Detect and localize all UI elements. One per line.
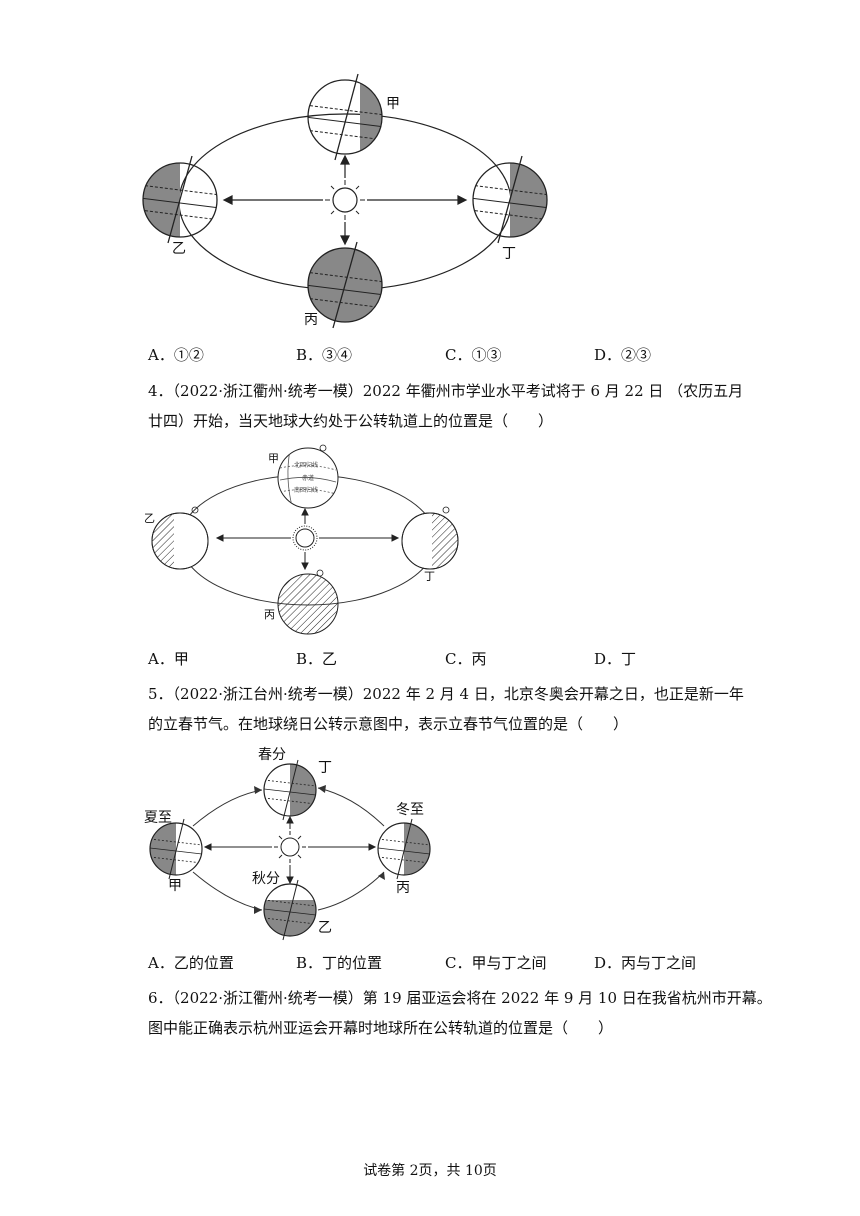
q4-text-line2: 廿四）开始，当天地球大约处于公转轨道上的位置是（ ） bbox=[148, 412, 554, 430]
label-jia: 甲 bbox=[268, 452, 279, 465]
label-bing: 丙 bbox=[264, 608, 275, 621]
q4-option-a: A．甲 bbox=[148, 650, 189, 668]
orbit-figure-q5: 春分 丁 夏至 冬至 甲 丙 秋分 乙 bbox=[144, 747, 431, 941]
label-ding: 丁 bbox=[502, 246, 516, 262]
sun-icon bbox=[292, 525, 318, 551]
label-bing: 丙 bbox=[396, 880, 410, 896]
q4-option-d: D．丁 bbox=[594, 650, 637, 668]
label-qiufen: 秋分 bbox=[252, 871, 280, 887]
label-ding: 丁 bbox=[318, 760, 332, 776]
q3-option-a: A．①② bbox=[148, 346, 204, 364]
page-footer: 试卷第 2页，共 10页 bbox=[363, 1163, 497, 1179]
label-dongzhi: 冬至 bbox=[396, 802, 424, 818]
q5-text-line1: 5．（2022·浙江台州·统考一模）2022 年 2 月 4 日，北京冬奥会开幕… bbox=[148, 685, 744, 703]
label-jia: 甲 bbox=[168, 878, 182, 894]
label-yi: 乙 bbox=[172, 241, 186, 257]
orbit-figure-q4: 北回归线 赤道 南回归线 甲 乙 丁 丙 bbox=[144, 444, 459, 635]
label-equator: 赤道 bbox=[302, 474, 314, 482]
orbit-figure-1: 甲 乙 丁 丙 bbox=[142, 73, 548, 329]
label-chunfen: 春分 bbox=[258, 747, 286, 763]
label-bing: 丙 bbox=[304, 312, 318, 328]
label-yi: 乙 bbox=[318, 920, 332, 936]
q4-option-b: B．乙 bbox=[296, 650, 338, 668]
q5-text-line2: 的立春节气。在地球绕日公转示意图中，表示立春节气位置的是（ ） bbox=[148, 715, 629, 733]
q3-option-c: C．①③ bbox=[445, 346, 502, 364]
q6-text-line1: 6．（2022·浙江衢州·统考一模）第 19 届亚运会将在 2022 年 9 月… bbox=[148, 989, 772, 1007]
q3-option-d: D．②③ bbox=[594, 346, 652, 364]
q6-text-line2: 图中能正确表示杭州亚运会开幕时地球所在公转轨道的位置是（ ） bbox=[148, 1019, 614, 1037]
label-xiazhi: 夏至 bbox=[144, 810, 172, 826]
q5-option-a: A．乙的位置 bbox=[148, 954, 234, 972]
q3-option-b: B．③④ bbox=[296, 346, 353, 364]
label-ding: 丁 bbox=[424, 570, 435, 583]
label-tropic-south: 南回归线 bbox=[294, 486, 318, 494]
label-yi: 乙 bbox=[144, 512, 155, 525]
q5-option-d: D．丙与丁之间 bbox=[594, 954, 697, 972]
q4-option-c: C．丙 bbox=[445, 650, 487, 668]
q5-option-c: C．甲与丁之间 bbox=[445, 954, 547, 972]
sun-icon bbox=[274, 831, 306, 863]
q5-option-b: B．丁的位置 bbox=[296, 954, 383, 972]
label-jia: 甲 bbox=[386, 96, 400, 112]
sun-icon bbox=[325, 180, 365, 220]
q4-text-line1: 4．（2022·浙江衢州·统考一模）2022 年衢州市学业水平考试将于 6 月 … bbox=[148, 382, 744, 400]
label-tropic-north: 北回归线 bbox=[294, 461, 318, 469]
